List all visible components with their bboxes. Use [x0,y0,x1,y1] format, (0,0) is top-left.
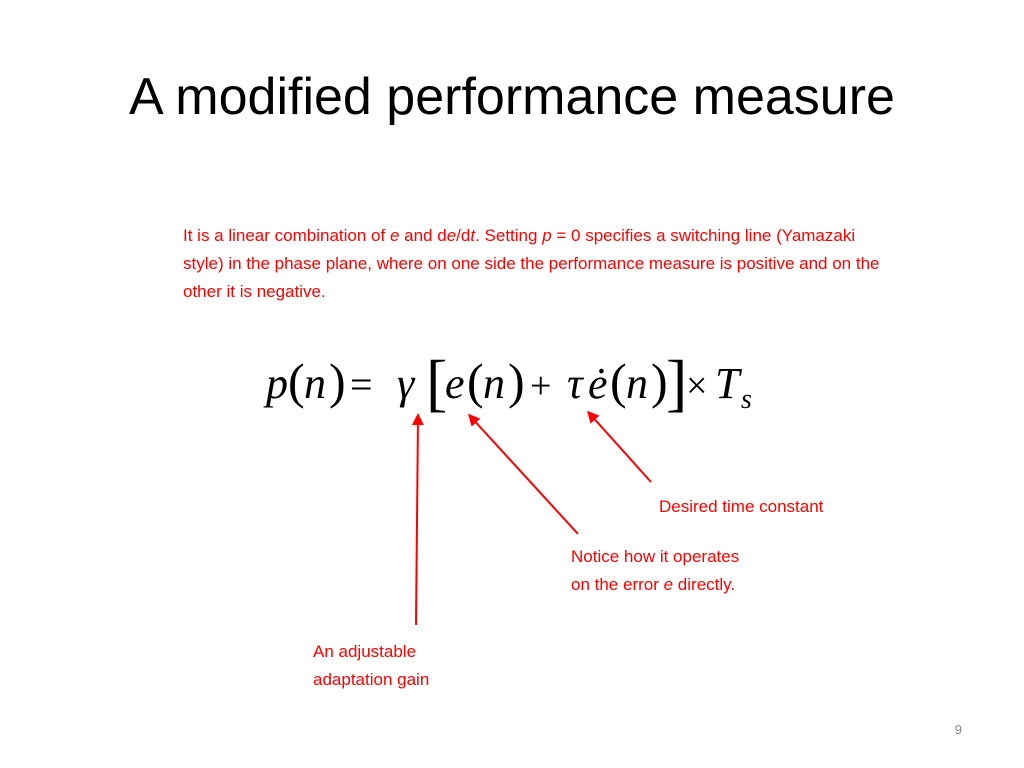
intro-var-t: t [470,226,476,245]
arrow-to-e [467,413,579,535]
slide-title: A modified performance measure [129,68,895,126]
page-number: 9 [954,722,962,737]
eq-T: T [715,359,743,408]
eq-rparen-2: ) [508,353,525,409]
arrow-to-gamma [411,413,424,626]
annotation-gain-line-1: An adjustable [313,642,417,661]
eq-n-3: n [626,359,648,408]
annotation-error-line-2-pre: on the error [571,575,664,594]
eq-rparen-1: ) [329,353,346,409]
annotation-error-line-2-post: directly. [673,575,736,594]
intro-var-e: e [389,226,400,245]
intro-text-4: . Setting [475,226,543,245]
intro-var-p: p [542,226,552,245]
eq-tau: τ [567,359,585,408]
annotation-error-var-e: e [663,575,674,594]
eq-n-2: n [483,359,505,408]
annotation-gain-line-2: adaptation gain [313,670,430,689]
eq-subscript-s: s [741,384,752,415]
eq-e-dot: ė [588,359,608,408]
eq-lparen-3: ( [610,353,627,409]
arrow-to-tau [586,410,652,483]
eq-lbracket: [ [426,347,447,418]
eq-plus: + [530,365,551,407]
eq-times: × [686,365,707,407]
eq-rbracket: ] [666,347,687,418]
intro-paragraph: It is a linear combination of e and de/d… [183,222,883,306]
annotation-error-line-1: Notice how it operates [571,547,740,566]
eq-lparen-2: ( [467,353,484,409]
annotation-error: Notice how it operates on the error e dir… [571,543,739,599]
intro-text-2: and d [399,226,447,245]
annotation-time-constant: Desired time constant [659,497,824,516]
intro-text-3: /d [456,226,471,245]
intro-text-1: It is a linear combination of [183,226,390,245]
eq-gamma: γ [397,359,416,408]
eq-n-1: n [304,359,326,408]
intro-text-5: = 0 specifies a switching line (Yamazaki… [183,226,880,301]
eq-p: p [263,359,288,408]
eq-e: e [445,359,465,408]
eq-lparen-1: ( [288,353,305,409]
performance-equation: p ( n ) = γ [ e ( n ) + τ ė ( n ) ] × T … [263,347,752,418]
annotation-gain: An adjustable adaptation gain [313,638,429,694]
intro-var-e-derivative: e [446,226,457,245]
eq-equals: = [350,362,373,407]
eq-rparen-3: ) [651,353,668,409]
